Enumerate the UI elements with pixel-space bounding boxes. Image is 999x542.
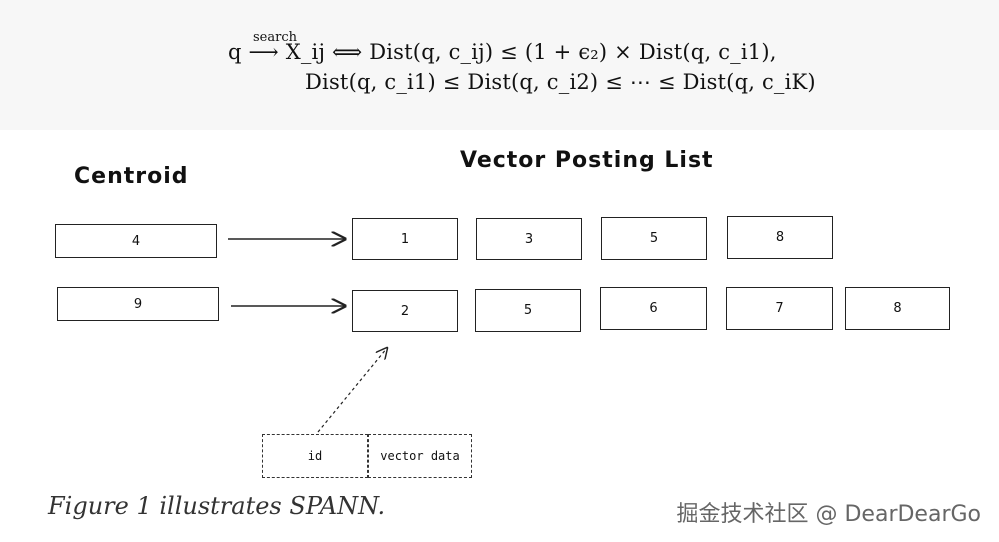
formula-line-2: Dist(q, c_i1) ≤ Dist(q, c_i2) ≤ ⋯ ≤ Dist… [305, 70, 816, 94]
centroid-heading: Centroid [74, 164, 189, 189]
posting-box-row2-1: 2 [352, 290, 458, 332]
posting-box-row2-2: 5 [475, 289, 581, 332]
formula-band: search q ⟶ X_ij ⟺ Dist(q, c_ij) ≤ (1 + ϵ… [0, 0, 999, 130]
record-field-id: id [262, 434, 368, 478]
dotted-arrow-record [317, 348, 387, 433]
centroid-box-2: 9 [57, 287, 219, 321]
centroid-box-1: 4 [55, 224, 217, 258]
record-field-vector-data: vector data [368, 434, 472, 478]
formula-search-label: search [253, 30, 297, 45]
watermark: 掘金技术社区 @ DearDearGo [676, 502, 982, 527]
posting-box-row1-3: 5 [601, 217, 707, 260]
posting-box-row2-4: 7 [726, 287, 833, 330]
posting-list-heading: Vector Posting List [460, 148, 714, 173]
posting-box-row2-5: 8 [845, 287, 950, 330]
formula-line-1: q ⟶ X_ij ⟺ Dist(q, c_ij) ≤ (1 + ϵ₂) × Di… [228, 40, 777, 64]
figure-caption: Figure 1 illustrates SPANN. [48, 492, 386, 520]
posting-box-row2-3: 6 [600, 287, 707, 330]
posting-box-row1-2: 3 [476, 218, 582, 260]
spann-diagram: Centroid Vector Posting List 4 9 1 3 5 8… [0, 130, 999, 542]
posting-box-row1-1: 1 [352, 218, 458, 260]
posting-box-row1-4: 8 [727, 216, 833, 259]
connectors [228, 130, 999, 433]
